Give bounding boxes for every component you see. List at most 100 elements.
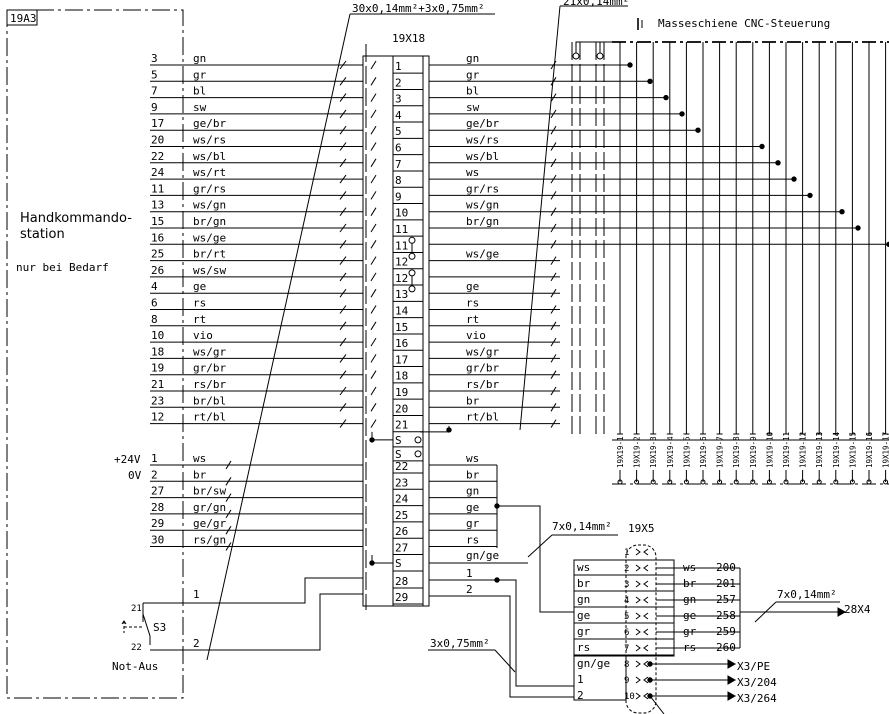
bridge-node	[408, 269, 416, 277]
terminal-number: 15	[395, 321, 408, 334]
x5-pin: 6	[624, 628, 629, 638]
bus-foot-node	[883, 479, 889, 485]
pin-number: 11	[151, 182, 164, 195]
terminal-number: 29	[395, 591, 408, 604]
wire-color-left: rt	[193, 313, 206, 326]
x5-left-color: ge	[577, 609, 590, 622]
terminal-number: 13	[395, 288, 408, 301]
terminal-number: 27	[395, 542, 408, 555]
bus-terminal-label: 19X19-16	[865, 431, 874, 468]
wire-tick	[550, 240, 557, 249]
power-zero-label: 0V	[128, 469, 142, 482]
terminal-name: 19X18	[392, 32, 425, 45]
x5-pin: 9	[624, 676, 629, 686]
pin-number: 2	[151, 468, 158, 481]
terminal-number: 5	[395, 125, 402, 138]
x5-socket	[635, 564, 641, 572]
wire-to-x5-10	[497, 595, 574, 698]
shield-node	[414, 436, 422, 444]
terminal-19x18: 19X18 1234567891011111212131415161718192…	[362, 32, 430, 607]
pin-number: 5	[151, 68, 158, 81]
bus-foot-node	[849, 479, 855, 485]
x5-socket	[635, 612, 641, 620]
terminal-number: 17	[395, 353, 408, 366]
bus-terminal-label: 19X19-1	[616, 436, 625, 468]
x5-left-color: gn	[577, 593, 590, 606]
x5-left-color: br	[577, 577, 591, 590]
wire-color-right: ws/gr	[466, 345, 499, 358]
wire-color-right: ws	[466, 166, 479, 179]
terminal-number: 24	[395, 493, 409, 506]
wire-to-x5-9	[497, 579, 574, 687]
wire-tick	[370, 207, 377, 216]
pin-number: 1	[151, 452, 158, 465]
wire-color-right: ws/gn	[466, 199, 499, 212]
wire-color-right: gn	[466, 52, 479, 65]
pin-number: 24	[151, 166, 165, 179]
wire-color-left: bl	[193, 85, 206, 98]
x5-plug	[643, 596, 649, 604]
bus-foot-node	[700, 479, 706, 485]
x5-dot	[647, 677, 653, 683]
bus-tap-dot	[679, 111, 685, 117]
wire-color-right: rs/br	[466, 378, 499, 391]
wire-color-left: gr/gn	[193, 501, 226, 514]
wire-tick	[550, 419, 557, 428]
terminal-number: 11	[395, 223, 408, 236]
terminal-number: 19	[395, 386, 408, 399]
x5-socket	[635, 660, 641, 668]
power-plus-label: +24V	[114, 453, 141, 466]
wire-color-right: rt	[466, 313, 479, 326]
wire-color-right: vio	[466, 329, 486, 342]
bus-tap-dot	[807, 192, 813, 199]
right-cable-label: 21x0,14mm²	[563, 0, 629, 8]
terminal-number: 12	[395, 256, 408, 269]
cable-markers: 30x0,14mm²+3x0,75mm² 21x0,14mm² 7x0,14mm…	[206, 0, 840, 673]
wire-color-left: ws/rt	[193, 166, 226, 179]
wire-color-left: br/gn	[193, 215, 226, 228]
wire-color-left: br	[193, 468, 207, 481]
wire-tick	[370, 403, 377, 412]
terminal-number: 18	[395, 370, 408, 383]
pin-number: 4	[151, 280, 158, 293]
pin-number: 26	[151, 264, 164, 277]
wire-tick	[370, 174, 377, 184]
dest-main: 28X4	[844, 603, 871, 616]
bus-terminal-label: 19X19-7	[716, 436, 725, 468]
x5-plug	[643, 644, 649, 652]
wire-tick	[339, 158, 347, 168]
terminal-number: 7	[395, 158, 402, 171]
wire-color-left: ws/sw	[193, 264, 226, 277]
wire-tick	[339, 223, 347, 233]
wire-color-right: 2	[466, 583, 473, 596]
pin-number: 22	[151, 150, 164, 163]
dest-264: X3/264	[737, 692, 777, 705]
x5-plug	[643, 564, 649, 572]
arrow-head	[837, 607, 847, 617]
wire-tick	[339, 272, 347, 282]
x5-left-color: gn/ge	[577, 657, 610, 670]
x5-socket	[635, 644, 641, 652]
wire-tick	[339, 191, 347, 200]
wire-tick	[550, 223, 557, 233]
wire-color-left: rs/br	[193, 378, 226, 391]
wire-color-right: ws/ge	[466, 248, 499, 261]
wire-tick	[225, 542, 232, 551]
wire-tick	[550, 256, 557, 265]
x5-socket	[635, 628, 641, 636]
wire-color-right: gr	[466, 517, 480, 530]
wire-color-left: ge/gr	[193, 517, 226, 530]
bus-terminal-label: 19X19-10	[765, 431, 774, 468]
terminal-rows: 1234567891011111212131415161718192021SS2…	[393, 60, 423, 605]
wire-color-left: ge	[193, 280, 206, 293]
x5-socket	[635, 596, 641, 604]
arrow-head	[727, 675, 737, 685]
terminal-number: 11	[395, 239, 408, 252]
wire-color-left: ws	[193, 452, 206, 465]
wire-color-left: gr/rs	[193, 182, 226, 195]
wire-tick	[550, 305, 557, 314]
wire-tick	[339, 337, 347, 347]
bus-tap-dot	[839, 209, 845, 215]
x5-pin: 1	[624, 548, 629, 558]
